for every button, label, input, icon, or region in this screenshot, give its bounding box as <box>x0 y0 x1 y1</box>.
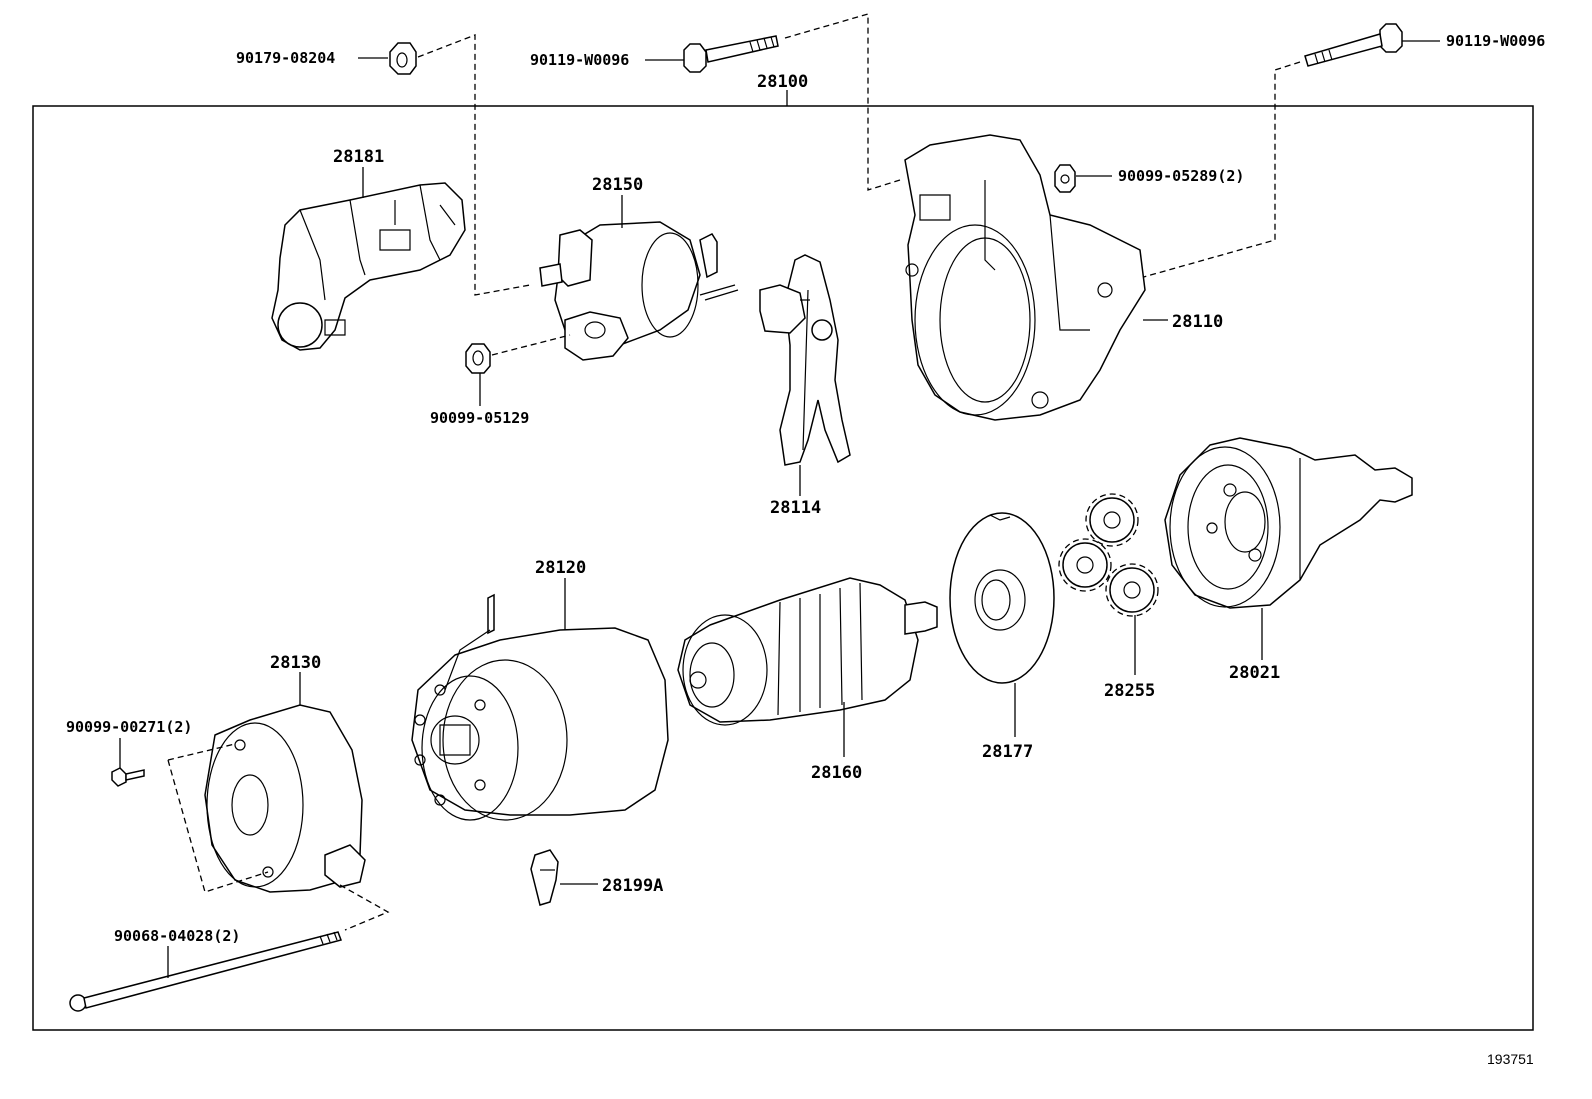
part-label-90099-05129[interactable]: 90099-05129 <box>430 409 529 427</box>
part-label-28150[interactable]: 28150 <box>592 175 643 195</box>
part-label-90099-05289[interactable]: 90099-05289(2) <box>1118 167 1244 185</box>
armature-28160-icon <box>677 577 938 726</box>
clutch-28021-icon <box>1164 437 1413 609</box>
part-label-28160[interactable]: 28160 <box>811 763 862 783</box>
part-label-90099-00271[interactable]: 90099-00271(2) <box>66 718 192 736</box>
part-label-90068-04028[interactable]: 90068-04028(2) <box>114 927 240 945</box>
bolt-90119-left-icon <box>683 35 779 73</box>
part-label-90119-w0096-left[interactable]: 90119-W0096 <box>530 51 629 69</box>
end-frame-28130-icon <box>204 704 366 893</box>
bolt-90099-05289-icon <box>1054 164 1076 193</box>
drive-housing-28110-icon <box>904 134 1146 421</box>
diagram-reference-number: 193751 <box>1487 1051 1534 1067</box>
drive-lever-28114-icon <box>759 254 851 466</box>
part-label-28199a[interactable]: 28199A <box>602 876 663 896</box>
yoke-28120-icon <box>411 593 669 821</box>
part-label-28130[interactable]: 28130 <box>270 653 321 673</box>
nut-90179-icon <box>389 42 417 75</box>
part-label-28114[interactable]: 28114 <box>770 498 821 518</box>
part-label-28120[interactable]: 28120 <box>535 558 586 578</box>
part-label-90119-w0096-right[interactable]: 90119-W0096 <box>1446 32 1545 50</box>
bolt-90119-right-icon <box>1304 23 1403 67</box>
assembly-number-label[interactable]: 28100 <box>757 72 808 92</box>
part-label-28021[interactable]: 28021 <box>1229 663 1280 683</box>
plate-28177-icon <box>949 512 1055 684</box>
part-label-28181[interactable]: 28181 <box>333 147 384 167</box>
part-label-90179-08204[interactable]: 90179-08204 <box>236 49 335 67</box>
assembly-frame <box>32 105 1534 1031</box>
nut-90099-05129-icon <box>465 343 491 374</box>
brush-28199a-icon <box>530 849 559 906</box>
part-label-28110[interactable]: 28110 <box>1172 312 1223 332</box>
part-label-28177[interactable]: 28177 <box>982 742 1033 762</box>
screw-90099-00271-icon <box>111 767 145 787</box>
boot-28181-icon <box>271 182 466 351</box>
planetary-gears-28255-icon <box>1058 493 1159 617</box>
through-bolt-90068-icon <box>69 931 342 1012</box>
solenoid-28150-icon <box>539 221 739 361</box>
part-label-28255[interactable]: 28255 <box>1104 681 1155 701</box>
